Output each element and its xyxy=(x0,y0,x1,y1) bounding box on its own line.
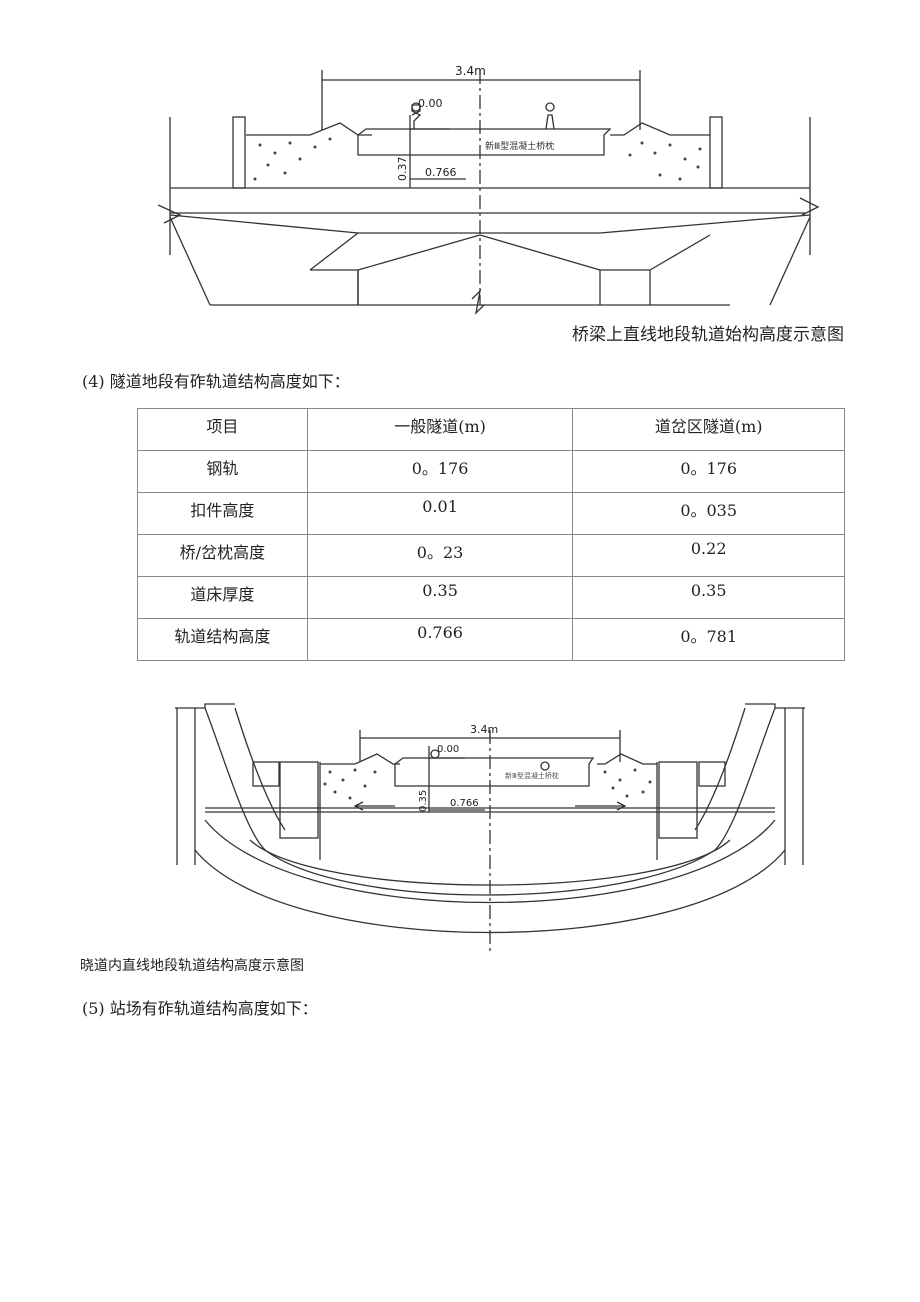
table-cell: 0.35 xyxy=(572,576,845,619)
table-cell: 道床厚度 xyxy=(137,576,308,619)
fig2-total-label: 0.766 xyxy=(450,798,479,809)
fig2-sleeper-label: 新Ⅲ型混凝土桥枕 xyxy=(505,771,559,780)
table-cell: 0。176 xyxy=(306,450,574,493)
table-cell: 桥/岔枕高度 xyxy=(137,534,308,577)
fig1-width-label: 3.4m xyxy=(455,64,486,78)
table-row: 桥/岔枕高度 0。23 0.22 xyxy=(137,534,845,577)
tunnel-structure-table: 项目 一般隧道(m) 道岔区隧道(m) 钢轨 0。176 0。176 扣件高度 … xyxy=(137,408,845,661)
table-cell: 钢轨 xyxy=(137,450,308,493)
table-cell: 0.35 xyxy=(306,576,574,619)
table-cell: 0。176 xyxy=(572,450,845,493)
table-cell: 0.766 xyxy=(306,618,574,661)
table-cell: 0.01 xyxy=(306,492,574,535)
bridge-section-diagram: 3.4m 0.00 0.766 0.37 新Ⅲ型混凝土桥枕 xyxy=(150,55,830,320)
header-turnout-tunnel: 道岔区隧道(m) xyxy=(572,408,845,451)
bridge-section-svg: 3.4m 0.00 0.766 0.37 新Ⅲ型混凝土桥枕 xyxy=(157,64,820,315)
tunnel-section-svg: 3.4m 0.00 0.766 0.35 新Ⅲ型混凝土桥枕 xyxy=(175,703,805,952)
table-cell: 扣件高度 xyxy=(137,492,308,535)
fig2-width-label: 3.4m xyxy=(470,723,498,736)
table-cell: 0。781 xyxy=(572,618,845,661)
figure2-caption: 晓道内直线地段轨道结构高度示意图 xyxy=(80,958,304,974)
fig2-top-label: 0.00 xyxy=(437,744,459,755)
tunnel-section-diagram: 3.4m 0.00 0.766 0.35 新Ⅲ型混凝土桥枕 xyxy=(165,700,815,955)
fig1-sleeper-label: 新Ⅲ型混凝土桥枕 xyxy=(485,140,554,152)
fig1-top-label: 0.00 xyxy=(418,97,443,110)
table-cell: 0.22 xyxy=(572,534,845,577)
table-header-row: 项目 一般隧道(m) 道岔区隧道(m) xyxy=(137,408,845,451)
table-row: 钢轨 0。176 0。176 xyxy=(137,450,845,493)
fig2-depth-label: 0.35 xyxy=(418,790,429,812)
table-row: 轨道结构高度 0.766 0。781 xyxy=(137,618,845,661)
figure1-caption: 桥梁上直线地段轨道始构高度示意图 xyxy=(572,325,844,345)
section5-heading: (5) 站场有砟轨道结构高度如下： xyxy=(82,999,318,1018)
fig1-total-label: 0.766 xyxy=(425,166,457,179)
table-row: 道床厚度 0.35 0.35 xyxy=(137,576,845,619)
header-general-tunnel: 一般隧道(m) xyxy=(306,408,574,451)
table-cell: 轨道结构高度 xyxy=(137,618,308,661)
fig1-depth-label: 0.37 xyxy=(396,157,409,182)
section4-heading: (4) 隧道地段有砟轨道结构高度如下： xyxy=(82,372,350,391)
table-row: 扣件高度 0.01 0。035 xyxy=(137,492,845,535)
table-cell: 0。035 xyxy=(572,492,845,535)
table-cell: 0。23 xyxy=(306,534,574,577)
header-item: 项目 xyxy=(137,408,308,451)
